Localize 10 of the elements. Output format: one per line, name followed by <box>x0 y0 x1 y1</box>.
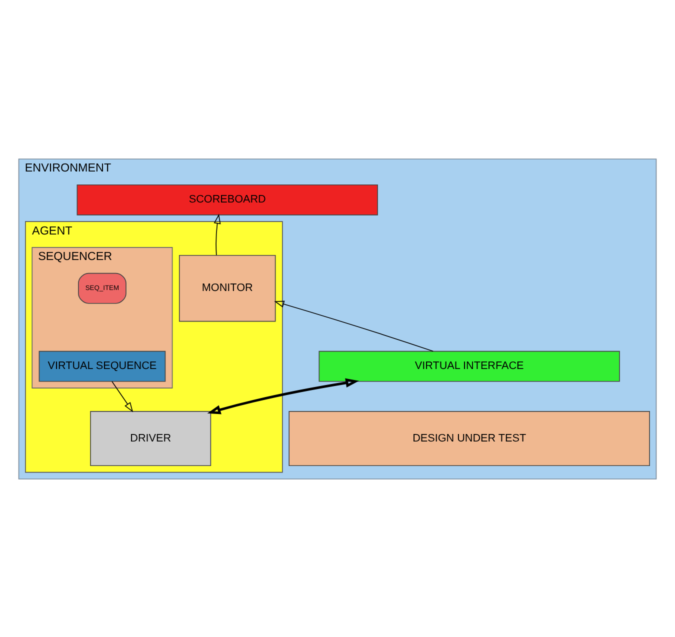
node-box: MONITOR <box>178 254 276 322</box>
arrow <box>207 378 360 414</box>
node-box: DRIVER <box>90 410 212 466</box>
node-box: DESIGN UNDER TEST <box>288 410 650 466</box>
node-box: SCOREBOARD <box>76 184 378 215</box>
arrow <box>274 300 434 352</box>
arrow <box>214 213 221 256</box>
node-box: VIRTUAL INTERFACE <box>318 350 620 382</box>
node-box: VIRTUAL SEQUENCE <box>38 350 166 382</box>
arrow <box>112 380 134 412</box>
